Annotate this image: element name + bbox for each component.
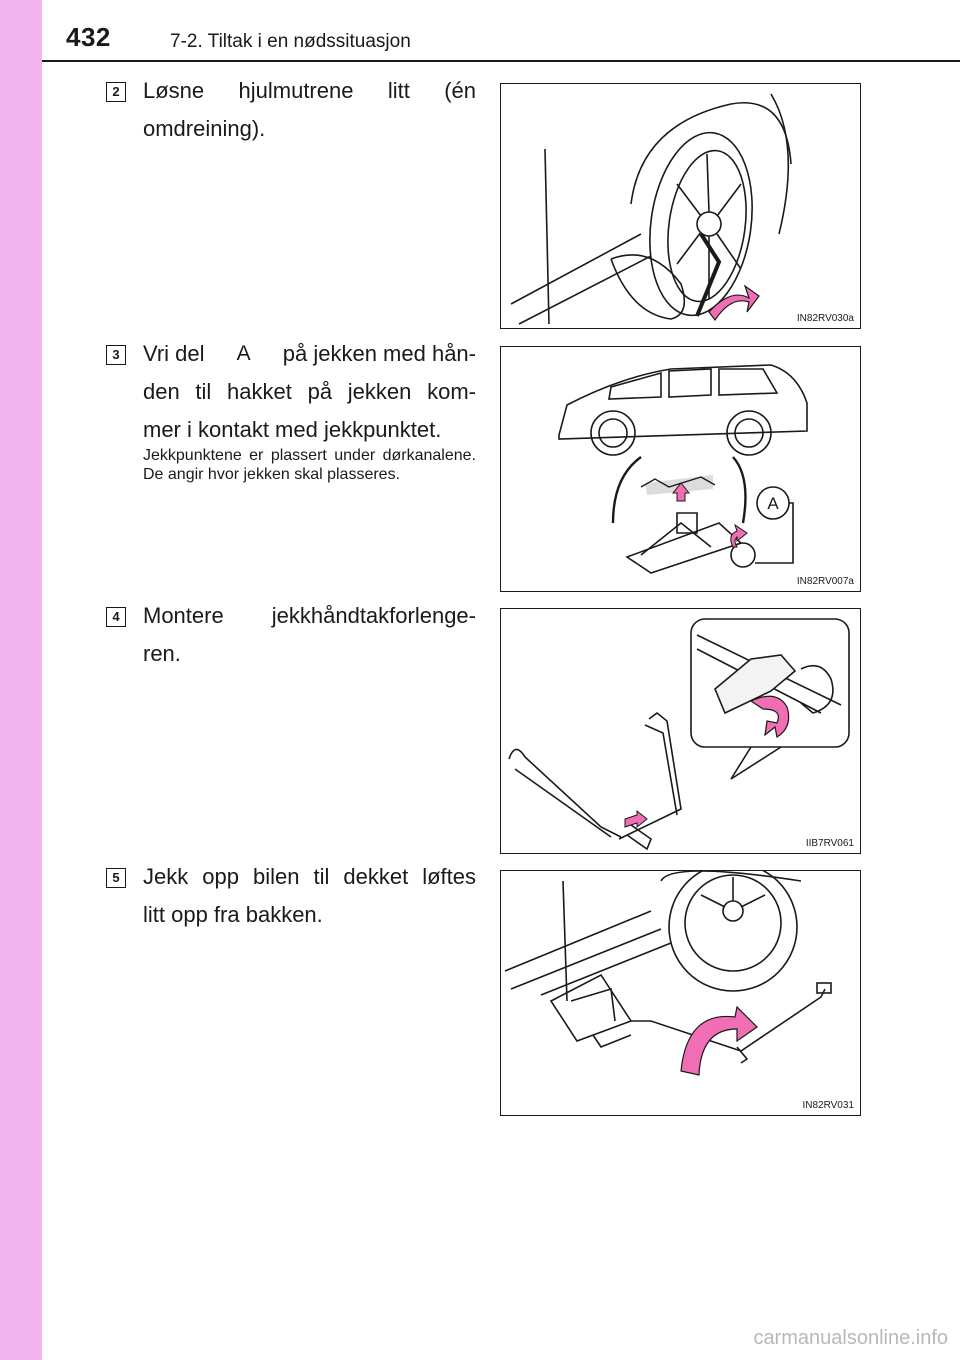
step-line: den til hakket på jekken kom- xyxy=(143,379,476,404)
page-number: 432 xyxy=(66,22,111,52)
step-number-badge: 2 xyxy=(106,82,126,102)
part-marker-a: A xyxy=(236,342,251,365)
chapter-title: 7-2. Tiltak i en nødssituasjon xyxy=(170,31,411,52)
header-divider xyxy=(42,60,960,62)
loosen-wheel-nuts-illustration xyxy=(510,93,792,325)
figure-code: IIB7RV061 xyxy=(805,838,854,849)
step-note: Jekkpunktene er plassert under dørkanale… xyxy=(143,447,476,483)
step-line: Vri del A på jekken med hån- xyxy=(143,335,476,373)
step-line: ren. xyxy=(143,641,181,666)
raise-vehicle-illustration xyxy=(504,871,832,1076)
figure-code: IN82RV007a xyxy=(796,576,854,587)
step-instruction: Vri del A på jekken med hån- den til hak… xyxy=(143,335,476,449)
figure-jack-handle-extension: IIB7RV061 xyxy=(500,608,861,854)
figure-code: IN82RV030a xyxy=(796,313,854,324)
step-line: Løsne hjulmutrene litt (én xyxy=(143,78,476,103)
step-line: omdreining). xyxy=(143,116,266,141)
figure-marker-a: A xyxy=(767,494,779,513)
chapter-sidebar-tab xyxy=(0,0,42,1360)
step-number-badge: 5 xyxy=(106,868,126,888)
watermark: carmanualsonline.info xyxy=(753,1327,948,1349)
step-line-part: på jekken med hån- xyxy=(282,341,476,366)
step-line: Montere jekkhåndtakforlenge- xyxy=(143,603,476,628)
step-instruction: Løsne hjulmutrene litt (én omdreining). xyxy=(143,72,476,148)
step-number-badge: 4 xyxy=(106,607,126,627)
figure-jack-point: A IN82RV007a xyxy=(500,346,861,592)
step-line-part: Vri del xyxy=(143,341,205,366)
step-line: mer i kontakt med jekkpunktet. xyxy=(143,417,442,442)
figure-loosen-wheel-nuts: IN82RV030a xyxy=(500,83,861,329)
step-line: litt opp fra bakken. xyxy=(143,902,323,927)
jack-handle-extension-illustration xyxy=(508,618,850,851)
step-instruction: Montere jekkhåndtakforlenge- ren. xyxy=(143,597,476,673)
figure-raise-vehicle: IN82RV031 xyxy=(500,870,861,1116)
jack-point-illustration: A xyxy=(558,364,808,574)
figure-code: IN82RV031 xyxy=(802,1100,854,1111)
step-line: Jekk opp bilen til dekket løftes xyxy=(143,864,476,889)
step-instruction: Jekk opp bilen til dekket løftes litt op… xyxy=(143,858,476,934)
step-number-badge: 3 xyxy=(106,345,126,365)
